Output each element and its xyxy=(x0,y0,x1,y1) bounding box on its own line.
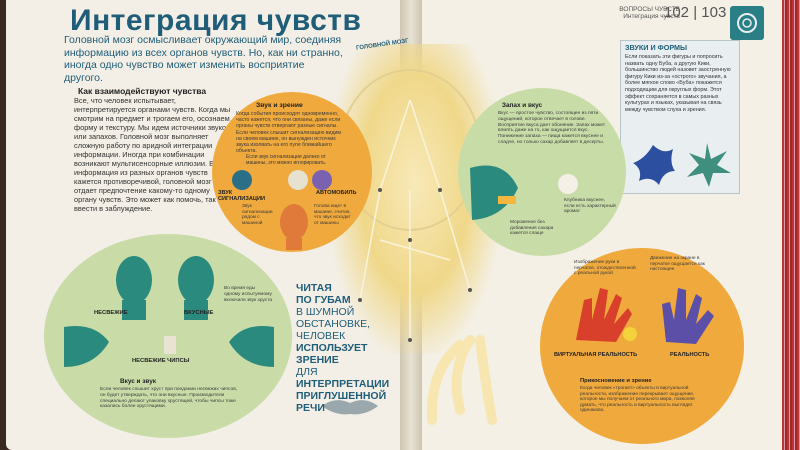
quote-line: ЧЕЛОВЕК xyxy=(296,330,346,342)
bouba-kiki-box: ЗВУКИ И ФОРМЫ Если показать эти фигуры и… xyxy=(620,40,740,194)
running-head-title: Интеграция чувств xyxy=(623,13,680,20)
fingerprint-icon xyxy=(730,6,764,40)
touch-vision-circle: Изображение руки в перчатке, отождествле… xyxy=(540,248,744,444)
quote-line: ОБСТАНОВКЕ, xyxy=(296,318,371,330)
smell-caption-right: Клубника вкуснее, если есть характерный … xyxy=(564,198,616,215)
page-numbers: 102 | 103 xyxy=(664,4,727,21)
bouba-kiki-shapes xyxy=(633,143,731,187)
sound-circle-text: Когда события происходят одновременно, ч… xyxy=(236,111,341,155)
quote-line: ПРИГЛУШЕННОЙ РЕЧИ xyxy=(296,390,387,414)
quote-line: ПО ГУБАМ xyxy=(296,294,351,306)
label-virtual: ВИРТУАЛЬНАЯ РЕАЛЬНОСТЬ xyxy=(554,352,638,358)
sound-caption-left: Звук сигнализации рядом с машиной xyxy=(242,204,273,226)
vr-circle-title: Прикосновение и зрение xyxy=(580,378,652,384)
bouba-shape xyxy=(633,145,675,185)
ear-icon xyxy=(288,170,308,190)
quote-line: ЧИТАЯ xyxy=(296,282,332,294)
taste-sound-circle: НЕСВЕЖИЕ ВКУСНЫЕ Во время еды одному исп… xyxy=(44,234,292,438)
vr-caption-right: Движение на экране в перчатке ощущается … xyxy=(650,256,705,273)
label-car: АВТОМОБИЛЬ xyxy=(316,190,357,196)
smell-circle-text: Вкус — простое чувство, состоящее из пят… xyxy=(498,111,606,145)
crunch-caption: Во время еды одному испытуемому включали… xyxy=(224,286,273,303)
running-head: ВОПРОСЫ ЧУВСТВ Интеграция чувств xyxy=(598,6,680,20)
sound-caption-right: Голова ищет в машине, считая, что звук и… xyxy=(314,204,351,226)
smell-taste-circle: Запах и вкус Вкус — простое чувство, сос… xyxy=(458,88,626,256)
pull-quote: ЧИТАЯ ПО ГУБАМ В ШУМНОЙ ОБСТАНОВКЕ, ЧЕЛО… xyxy=(296,282,406,414)
red-hand xyxy=(576,288,632,342)
lips-circle-title: Вкус и звук xyxy=(120,378,156,385)
label-tasty: ВКУСНЫЕ xyxy=(184,310,214,316)
label-stale: НЕСВЕЖИЕ xyxy=(94,310,128,316)
label-alarm: ЗВУК СИГНАЛИЗАЦИИ xyxy=(218,190,265,202)
page-title: Интеграция чувств xyxy=(70,4,362,37)
quote-line: ЗРЕНИЕ xyxy=(296,354,339,366)
box-text: Если показать эти фигуры и попросить наз… xyxy=(625,54,731,113)
subheading: Как взаимодействуют чувства xyxy=(78,86,207,96)
quote-line: ИСПОЛЬЗУЕТ xyxy=(296,342,368,354)
lips-circle-text: Если человек слышит хруст при поедании н… xyxy=(100,387,238,410)
nose-mouth-illustration xyxy=(470,165,578,220)
box-title: ЗВУКИ И ФОРМЫ xyxy=(625,43,688,52)
alarm-car-icons xyxy=(232,170,332,190)
purple-hand xyxy=(662,288,714,344)
intro-text: Головной мозг осмысливает окружающий мир… xyxy=(64,34,343,84)
smell-circle-title: Запах и вкус xyxy=(502,102,543,109)
sound-circle-title: Звук и зрение xyxy=(256,102,303,109)
smell-caption-bottom: Мороженое без добавления сахара кажется … xyxy=(510,220,554,237)
page-edges xyxy=(782,0,800,450)
car-icon xyxy=(312,170,332,190)
mouth-profiles-illustration xyxy=(64,326,274,367)
heads-illustration xyxy=(116,256,214,320)
quote-line: ДЛЯ xyxy=(296,366,318,378)
flower-icon xyxy=(558,174,578,194)
lips-illustration xyxy=(322,400,378,415)
face-illustration xyxy=(280,204,308,250)
vr-circle-text: Когда человек «трогает» объекты в виртуа… xyxy=(580,386,695,414)
body-text: Все, что человек испытывает, интерпретир… xyxy=(74,96,231,213)
sound-circle-note: Если звук сигнализации далеко от машины,… xyxy=(246,154,327,166)
running-head-section: ВОПРОСЫ ЧУВСТВ xyxy=(619,6,680,13)
label-reality: РЕАЛЬНОСТЬ xyxy=(670,352,710,358)
hands-illustration xyxy=(576,288,714,344)
bell-icon xyxy=(232,170,252,190)
kiki-shape xyxy=(687,143,731,187)
sound-vision-circle: Звук и зрение Когда события происходят о… xyxy=(212,92,372,252)
vr-caption-left: Изображение руки в перчатке, отождествле… xyxy=(574,260,636,277)
quote-line: ИНТЕРПРЕТАЦИИ xyxy=(296,378,390,390)
label-stale-chips: НЕСВЕЖИЕ ЧИПСЫ xyxy=(132,358,190,364)
quote-line: В ШУМНОЙ xyxy=(296,306,355,318)
